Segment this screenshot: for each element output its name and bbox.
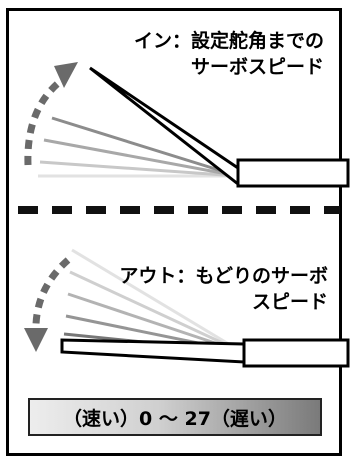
- in-speed-label-line1: イン：設定舵角までの: [133, 30, 324, 52]
- in-blade-ghost-3: [43, 138, 239, 178]
- in-speed-label: イン：設定舵角までの サーボスピード: [134, 28, 324, 80]
- speed-range-bar: （速い）0 ～ 27（遅い）: [28, 398, 322, 436]
- in-blade-ghost-4: [51, 116, 239, 178]
- out-speed-label: アウト：もどりのサーボ スピード: [119, 263, 328, 315]
- in-servo-horn: [236, 158, 350, 188]
- in-arrow-head: [54, 62, 78, 88]
- out-blade-active: [60, 338, 252, 364]
- out-section-graphic: [24, 248, 350, 368]
- in-motion-arrow: [24, 77, 65, 166]
- out-arrow-head: [24, 328, 48, 352]
- out-speed-label-line2: スピード: [251, 291, 328, 313]
- out-servo-horn: [242, 338, 350, 368]
- speed-range-text: （速い）0 ～ 27（遅い）: [63, 407, 287, 430]
- out-speed-label-line1: アウト：もどりのサーボ: [119, 265, 328, 287]
- out-motion-arrow: [32, 257, 71, 335]
- in-blade-ghost-2: [39, 160, 239, 178]
- out-blade-ghost-2: [69, 270, 243, 354]
- out-blade-ghost-1: [71, 248, 243, 354]
- in-section-graphic: [24, 62, 350, 188]
- in-speed-label-line2: サーボスピード: [190, 56, 324, 78]
